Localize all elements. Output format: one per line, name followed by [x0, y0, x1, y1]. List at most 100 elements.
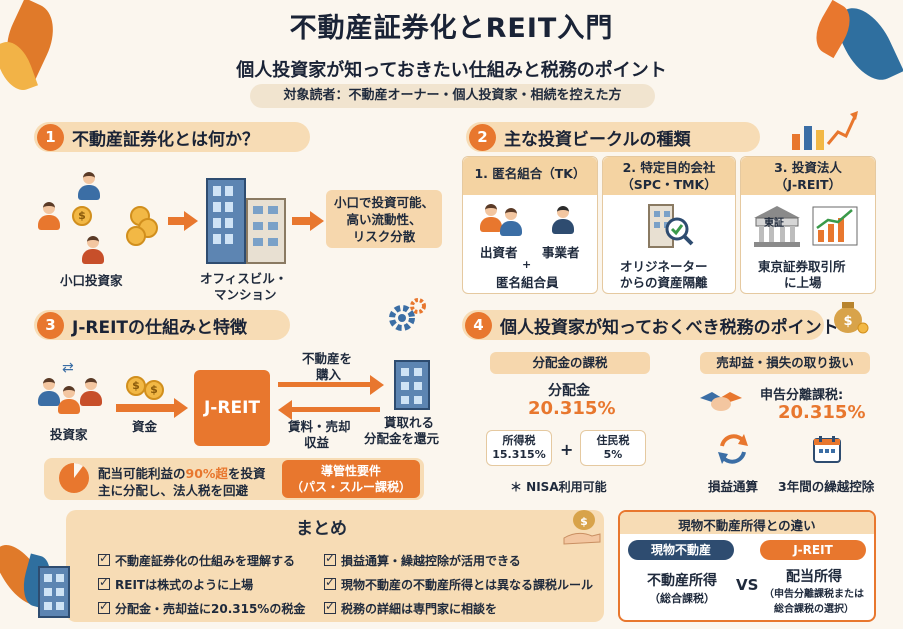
income-tax-box: 所得税 15.315%	[486, 430, 552, 466]
vehicle-card-tk: 1. 匿名組合（TK）	[462, 156, 598, 294]
distribution-return-line1: 貰取れる	[384, 415, 435, 430]
originator-label-line1: オリジネーター	[620, 259, 708, 274]
section3-title: J-REITの仕組みと特徴	[72, 317, 248, 338]
contributor-person-icon	[500, 208, 522, 236]
sale-gain-loss-head: 売却益・損失の取り扱い	[700, 352, 870, 374]
loss-offset-label: 損益通算	[708, 479, 759, 494]
operator-label: 事業者	[542, 245, 580, 260]
pie-chart-icon	[56, 460, 92, 496]
buy-arrow-bar	[278, 382, 370, 387]
coin-stack-icon: $	[126, 376, 146, 396]
page-title: 不動産証券化とREIT入門	[289, 13, 614, 44]
investor-person-icon	[38, 202, 60, 230]
investor-person-icon	[38, 378, 60, 406]
income-arrow-bar	[292, 407, 380, 412]
vs-label: VS	[736, 576, 759, 594]
coin-stack-icon: $	[144, 380, 164, 400]
vehicle-card-tk-header: 1. 匿名組合（TK）	[463, 157, 597, 195]
sale-tax-rate: 20.315%	[778, 402, 866, 423]
jreit-tag: J-REIT	[760, 540, 866, 560]
coin-stack-icon	[126, 226, 146, 246]
apartment-building-icon	[246, 198, 286, 264]
section3-number: 3	[37, 311, 64, 339]
funds-label: 資金	[132, 419, 158, 434]
gear-icon	[386, 296, 428, 338]
physical-property-tag: 現物不動産	[628, 540, 734, 560]
investor-person-icon	[80, 378, 102, 406]
coin-icon: $	[72, 206, 92, 226]
anonymous-partner-label: 匿名組合員	[496, 275, 559, 290]
svg-text:$: $	[843, 314, 852, 329]
summary-item-text: REITは株式のように上場	[115, 578, 254, 592]
svg-text:$: $	[580, 515, 588, 528]
section2-title: 主な投資ビークルの種類	[504, 129, 691, 150]
checkbox-icon	[98, 575, 110, 590]
summary-item-text: 税務の詳細は専門家に相談を	[341, 602, 498, 616]
conduit-note-line2: 主に分配し、法人税を回避	[98, 483, 249, 498]
income-tax-rate: 15.315%	[492, 448, 546, 461]
investor-person-icon	[82, 236, 104, 264]
operator-person-icon	[552, 206, 574, 234]
money-hand-icon: $	[560, 504, 604, 548]
vehicle-card-tk-title: 1. 匿名組合（TK）	[474, 166, 586, 181]
conduit-requirement-line2: （パス・スルー課税）	[290, 480, 411, 494]
checkbox-icon	[98, 599, 110, 614]
section1-number: 1	[37, 123, 64, 151]
conduit-note-text-c: を投資	[227, 466, 266, 481]
section1-header: 1 不動産証券化とは何か？	[34, 122, 310, 152]
vehicle-card-spc-header: 2. 特定目的会社 （SPC・TMK）	[603, 157, 735, 195]
buy-property-line2: 購入	[316, 367, 342, 382]
resident-tax-rate: 5%	[603, 448, 623, 461]
rent-income-line1: 賃料・売却	[288, 419, 351, 434]
tse-listing-line2: に上場	[784, 275, 822, 290]
benefit-line2: 高い流動性、	[346, 212, 422, 227]
summary-item-left-2: REITは株式のように上場	[98, 575, 254, 593]
flow-arrow-icon	[310, 211, 324, 231]
section3-investors-label: 投資家	[50, 427, 88, 442]
handshake-icon	[698, 386, 744, 420]
buildings-label-line1: オフィスビル・	[200, 271, 288, 286]
summary-item-text: 損益通算・繰越控除が活用できる	[341, 554, 521, 568]
office-building-icon	[206, 178, 246, 264]
conduit-note-percent: 90%超	[185, 466, 228, 481]
separate-taxation-label: 申告分離課税:	[760, 388, 844, 403]
comparison-title: 現物不動産所得との違い	[678, 518, 816, 533]
buy-property-line1: 不動産を	[302, 351, 353, 366]
summary-item-right-1: 損益通算・繰越控除が活用できる	[324, 551, 521, 569]
carry-forward-label: 3年間の繰越控除	[778, 479, 875, 494]
distribution-tax-rate: 20.315%	[528, 398, 616, 419]
section2-header: 2 主な投資ビークルの種類	[466, 122, 760, 152]
originator-label-line2: からの資産隔離	[620, 275, 708, 290]
money-bag-icon: $	[830, 296, 870, 336]
income-arrow-head	[278, 400, 292, 420]
section2-number: 2	[469, 123, 496, 151]
securitization-benefit-box: 小口で投資可能、 高い流動性、 リスク分散	[326, 190, 442, 248]
buildings-label-line2: マンション	[214, 287, 277, 302]
section4-header: 4 個人投資家が知っておくべき税務のポイント	[462, 310, 839, 340]
tax-plus-sign: +	[560, 440, 574, 459]
investor-person-icon	[78, 172, 100, 200]
resident-tax-box: 住民税 5%	[580, 430, 646, 466]
tse-sign: 東証	[764, 218, 784, 229]
plus-sign: +	[522, 258, 532, 271]
flow-arrow-bar	[292, 217, 310, 225]
distribution-label: 分配金	[548, 383, 590, 399]
summary-item-text: 分配金・売却益に20.315%の税金	[115, 602, 306, 616]
conduit-note-line1: 配当可能利益の90%超を投資	[98, 463, 265, 482]
section1-title: 不動産証券化とは何か？	[72, 129, 259, 150]
flow-arrow-icon	[184, 211, 198, 231]
checkbox-icon	[324, 551, 336, 566]
property-building-icon	[394, 360, 430, 410]
flow-arrow-bar	[168, 217, 184, 225]
resident-tax-label: 住民税	[596, 434, 630, 447]
distribution-tax-head: 分配金の課税	[490, 352, 650, 374]
stock-exchange-building-icon	[752, 204, 802, 248]
rent-income-line2: 収益	[304, 435, 330, 450]
section3-header: 3 J-REITの仕組みと特徴	[34, 310, 290, 340]
rising-chart-icon	[812, 206, 858, 246]
conduit-requirement-box: 導管性要件 （パス・スルー課税）	[282, 460, 420, 498]
checkbox-icon	[324, 575, 336, 590]
benefit-line1: 小口で投資可能、	[333, 195, 434, 210]
magnifier-check-icon	[664, 216, 694, 246]
funds-arrow-bar	[116, 404, 174, 412]
